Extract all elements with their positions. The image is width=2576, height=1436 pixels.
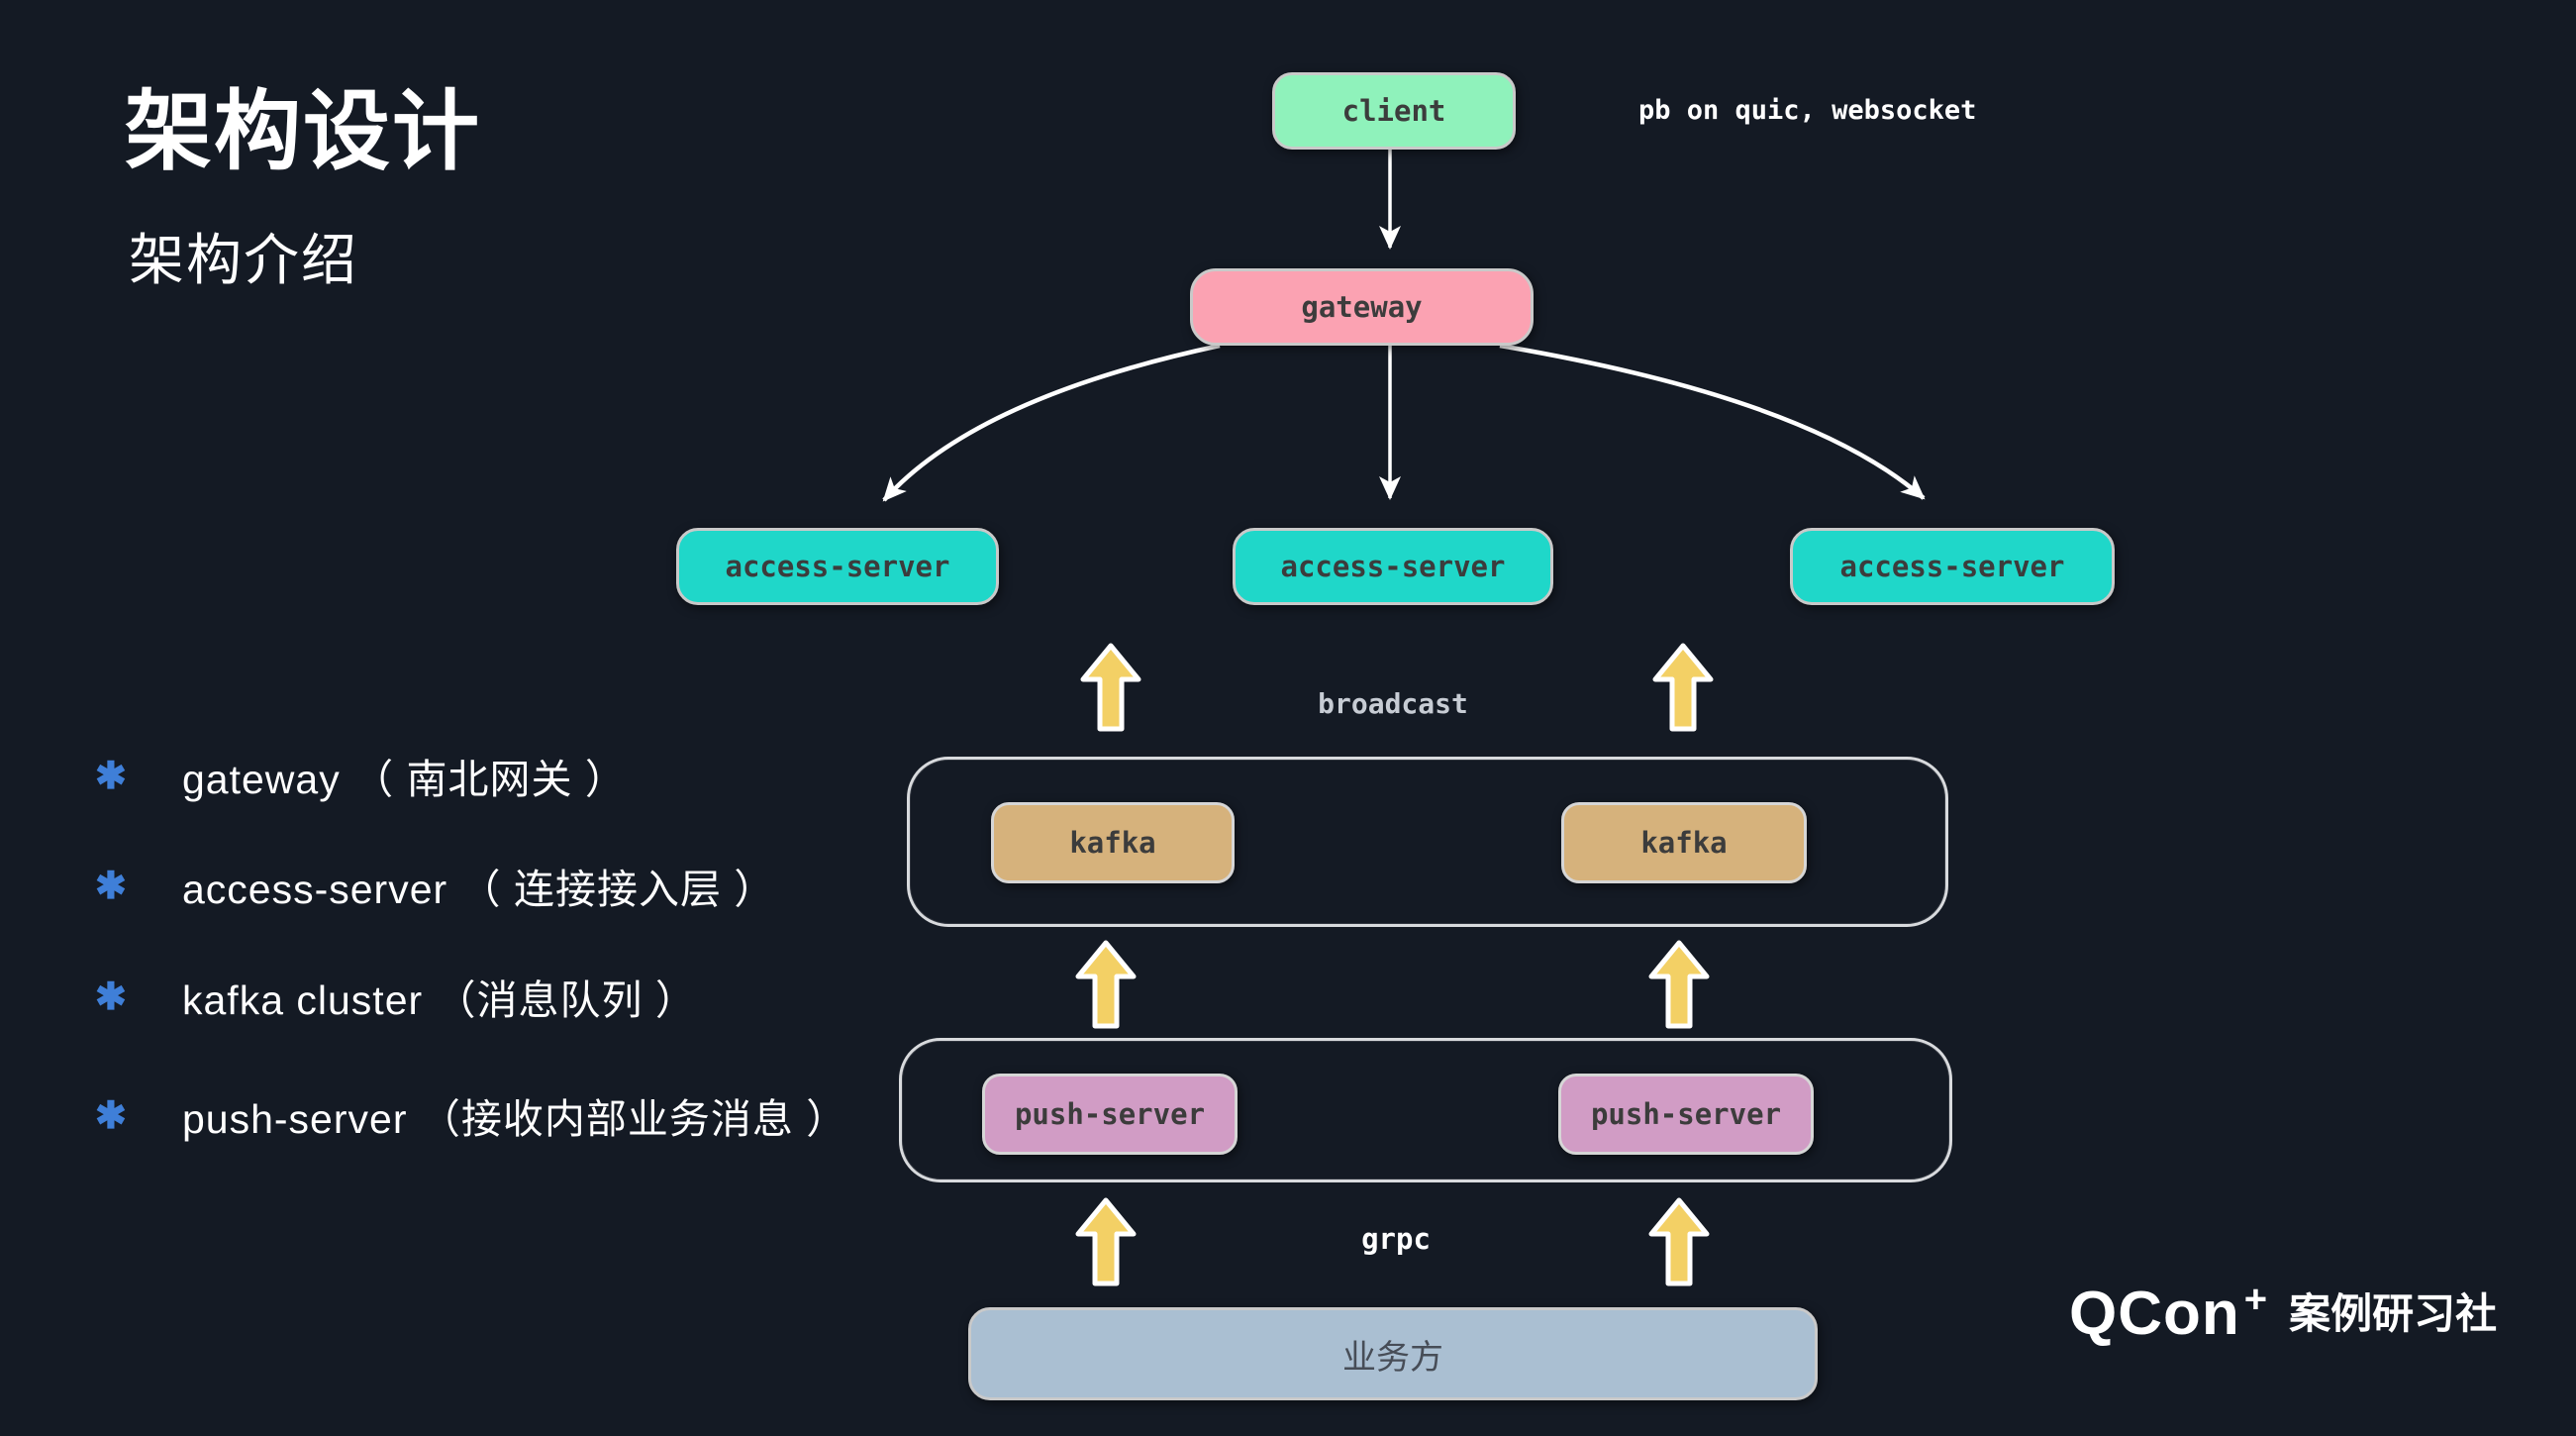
bullet-label: push-server （接收内部业务消息 ） — [182, 1096, 848, 1142]
node-business: 业务方 — [968, 1307, 1818, 1400]
bullet-gateway: ✱ gateway （ 南北网关 ） — [95, 746, 627, 805]
node-label: push-server — [1590, 1097, 1782, 1131]
node-access-server-left: access-server — [676, 528, 999, 605]
grpc-annotation: grpc — [1361, 1222, 1431, 1256]
bullet-kafka-cluster: ✱ kafka cluster （消息队列 ） — [95, 967, 697, 1026]
node-label: push-server — [1014, 1097, 1206, 1131]
node-gateway: gateway — [1190, 268, 1534, 346]
logo-suffix: 案例研习社 — [2289, 1290, 2498, 1337]
up-arrow-icon — [1651, 943, 1707, 1026]
bullet-label: access-server （ 连接接入层 ） — [182, 867, 776, 912]
node-label: kafka — [1640, 826, 1728, 860]
asterisk-bullet-icon: ✱ — [95, 755, 128, 797]
page-title: 架构设计 — [125, 82, 482, 180]
push-server-container — [899, 1038, 1952, 1182]
arrow-gateway-to-access-left — [882, 343, 1221, 502]
node-push-server-right: push-server — [1558, 1074, 1814, 1155]
bullet-label: gateway （ 南北网关 ） — [182, 757, 627, 802]
asterisk-bullet-icon: ✱ — [95, 1094, 128, 1137]
up-arrow-icon — [1078, 1200, 1134, 1283]
qcon-logo: QCon + 案例研习社 — [2069, 1278, 2498, 1348]
node-label: 业务方 — [1342, 1338, 1443, 1377]
node-client: client — [1272, 72, 1516, 150]
node-kafka-left: kafka — [991, 802, 1235, 883]
node-access-server-middle: access-server — [1233, 528, 1553, 605]
node-label: kafka — [1069, 826, 1156, 860]
node-kafka-right: kafka — [1561, 802, 1807, 883]
logo-brand: QCon — [2069, 1280, 2240, 1348]
up-arrow-icon — [1655, 646, 1711, 729]
arrow-gateway-to-access-right — [1499, 343, 1926, 500]
bullet-label: kafka cluster （消息队列 ） — [182, 977, 697, 1023]
node-label: access-server — [1280, 550, 1506, 583]
node-label: gateway — [1301, 290, 1423, 324]
node-access-server-right: access-server — [1790, 528, 2115, 605]
logo-plus-icon: + — [2243, 1278, 2268, 1321]
asterisk-bullet-icon: ✱ — [95, 975, 128, 1018]
bullet-push-server: ✱ push-server （接收内部业务消息 ） — [95, 1085, 847, 1145]
bullet-access-server: ✱ access-server （ 连接接入层 ） — [95, 856, 775, 915]
broadcast-annotation: broadcast — [1318, 687, 1468, 720]
up-arrow-icon — [1651, 1200, 1707, 1283]
protocol-annotation: pb on quic, websocket — [1638, 95, 1977, 126]
page-subtitle: 架构介绍 — [129, 229, 358, 291]
asterisk-bullet-icon: ✱ — [95, 865, 128, 907]
up-arrow-icon — [1078, 943, 1134, 1026]
node-label: client — [1341, 94, 1446, 128]
node-label: access-server — [725, 550, 950, 583]
kafka-cluster-container — [907, 757, 1948, 927]
node-label: access-server — [1839, 550, 2065, 583]
node-push-server-left: push-server — [982, 1074, 1238, 1155]
up-arrow-icon — [1083, 646, 1139, 729]
